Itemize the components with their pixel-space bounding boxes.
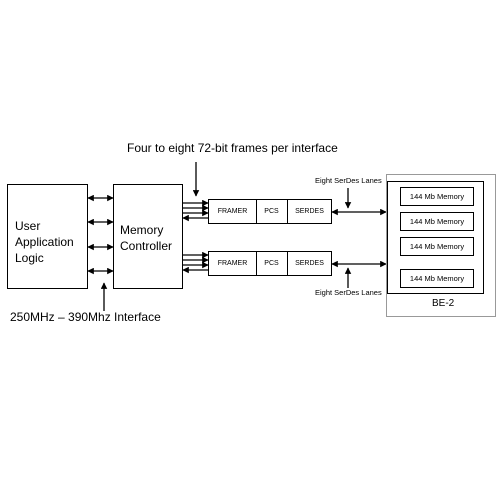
pcs-cell: PCS	[256, 252, 288, 275]
framer-cell: FRAMER	[209, 200, 257, 223]
be2-memory-group: 144 Mb Memory 144 Mb Memory 144 Mb Memor…	[387, 181, 484, 294]
be2-container: 144 Mb Memory 144 Mb Memory 144 Mb Memor…	[386, 174, 496, 317]
serdes-top-annotation: Eight SerDes Lanes	[315, 176, 382, 185]
user-application-logic-block: User Application Logic	[7, 184, 88, 289]
memory-controller-line-1: Memory	[120, 223, 164, 237]
user-logic-line-1: User	[15, 219, 41, 233]
frames-annotation: Four to eight 72-bit frames per interfac…	[127, 141, 338, 155]
memory-block: 144 Mb Memory	[400, 269, 474, 288]
pcs-cell: PCS	[256, 200, 288, 223]
serdes-cell: SERDES	[295, 260, 324, 267]
be2-label: BE-2	[432, 298, 455, 309]
pipeline-top: FRAMER PCS SERDES	[208, 199, 332, 224]
memory-controller-block: Memory Controller	[113, 184, 183, 289]
interface-annotation: 250MHz – 390Mhz Interface	[10, 310, 161, 324]
user-logic-line-2: Application	[15, 235, 74, 249]
serdes-bottom-annotation: Eight SerDes Lanes	[315, 288, 382, 297]
serdes-cell: SERDES	[295, 208, 324, 215]
pipeline-bottom: FRAMER PCS SERDES	[208, 251, 332, 276]
memory-block: 144 Mb Memory	[400, 237, 474, 256]
memory-block: 144 Mb Memory	[400, 212, 474, 231]
memory-controller-line-2: Controller	[120, 239, 173, 253]
memory-block: 144 Mb Memory	[400, 187, 474, 206]
framer-cell: FRAMER	[209, 252, 257, 275]
user-logic-line-3: Logic	[15, 251, 44, 265]
